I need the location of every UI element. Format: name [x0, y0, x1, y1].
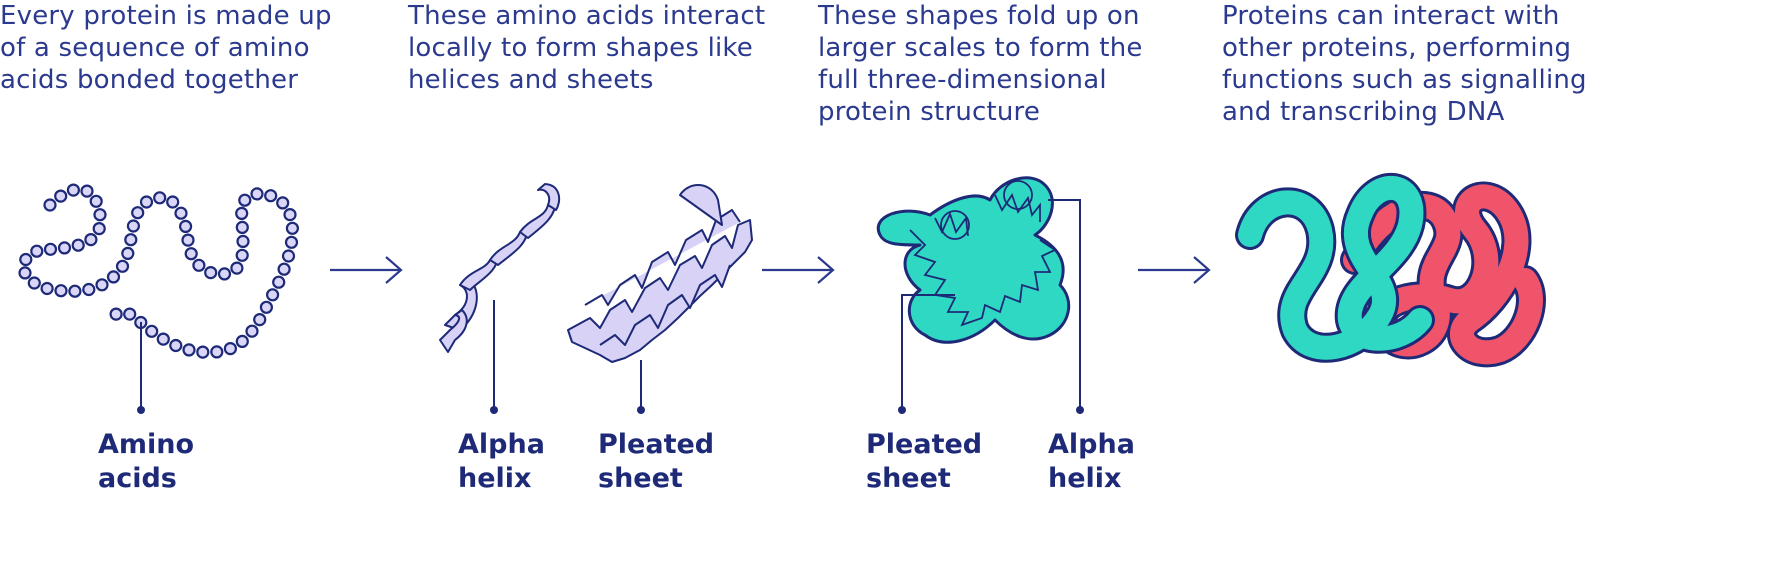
amino-acid-bead [238, 193, 252, 207]
label-alpha-helix-1: Alpha helix [458, 429, 545, 494]
amino-acid-bead [95, 278, 109, 292]
amino-acid-bead [66, 183, 81, 197]
amino-acid-bead [245, 324, 259, 338]
leader-dot-alpha-helix-1 [490, 406, 498, 414]
amino-acid-bead [259, 300, 273, 314]
amino-acid-bead [124, 233, 138, 247]
amino-acid-bead [250, 187, 264, 201]
amino-acid-bead [264, 189, 278, 203]
label-pleated-sheet-2: Pleated sheet [866, 429, 983, 494]
amino-acid-bead [115, 259, 130, 273]
amino-acid-bead [181, 233, 195, 247]
amino-acid-bead [109, 307, 123, 321]
amino-acid-bead [18, 266, 32, 280]
caption-interaction: Proteins can interact with other protein… [1222, 1, 1587, 127]
amino-acid-bead [223, 342, 237, 356]
amino-acid-bead [217, 267, 232, 281]
leader-pleated-sheet-2 [901, 294, 955, 410]
leader-dot-pleated-sheet-1 [637, 406, 645, 414]
amino-acid-bead [54, 284, 68, 298]
label-alpha-helix-2: Alpha helix [1048, 429, 1135, 494]
amino-acid-bead [126, 219, 140, 233]
amino-acid-bead [71, 238, 85, 252]
amino-acid-bead [43, 242, 58, 256]
amino-acid-bead [235, 334, 249, 348]
amino-acid-bead [196, 345, 210, 359]
pleated-sheet-shape [567, 184, 753, 363]
amino-acid-bead [235, 220, 249, 234]
leader-alpha-helix-2 [1048, 199, 1081, 410]
amino-acid-bead [184, 247, 198, 261]
amino-acid-bead [281, 249, 296, 263]
amino-acid-bead [235, 206, 249, 220]
arrow-right-icon [330, 256, 403, 284]
amino-acid-bead [174, 206, 188, 220]
caption-folding: These shapes fold up on larger scales to… [818, 1, 1143, 127]
amino-acid-bead [19, 252, 33, 267]
amino-acid-bead [266, 288, 280, 302]
amino-acid-bead [253, 313, 267, 327]
amino-acid-bead [123, 307, 137, 321]
amino-acid-bead [179, 219, 193, 233]
alpha-helix-ribbon [439, 183, 561, 353]
amino-acid-bead [57, 241, 72, 255]
amino-acid-bead [121, 246, 135, 260]
amino-acid-bead [285, 221, 299, 235]
amino-acid-bead [30, 244, 44, 258]
amino-acid-beads [18, 183, 299, 359]
amino-acid-bead [82, 282, 96, 297]
arrow-right-icon [1138, 256, 1211, 284]
amino-acid-bead [169, 338, 183, 353]
leader-dot-pleated-sheet-2 [898, 406, 906, 414]
amino-acid-bead [139, 195, 154, 209]
amino-acid-bead [156, 332, 170, 346]
amino-acid-bead [92, 222, 106, 236]
amino-acid-bead [276, 196, 290, 210]
label-pleated-sheet-1: Pleated sheet [598, 429, 715, 494]
leader-dot-amino-acids [137, 406, 145, 414]
amino-acid-bead [89, 194, 103, 208]
amino-acid-bead [106, 270, 121, 284]
amino-acid-bead [210, 345, 224, 359]
amino-acid-bead [54, 189, 68, 203]
protein-coral [1340, 181, 1546, 368]
folded-protein [876, 176, 1071, 344]
amino-acid-bead [166, 195, 180, 209]
amino-acid-bead [84, 233, 98, 247]
amino-acid-bead [236, 234, 250, 248]
amino-acid-bead [182, 343, 196, 357]
amino-acid-bead [283, 208, 297, 222]
leader-dot-alpha-helix-2 [1076, 406, 1084, 414]
amino-acid-bead [80, 184, 94, 198]
amino-acid-bead [277, 262, 291, 276]
protein-teal [1235, 173, 1435, 363]
amino-acid-bead [272, 275, 286, 289]
amino-acid-bead [145, 324, 159, 338]
amino-acid-bead [131, 206, 145, 220]
amino-acid-chain [18, 183, 299, 359]
amino-acid-bead [235, 248, 249, 262]
amino-acid-bead [43, 198, 57, 212]
amino-acid-bead [204, 266, 218, 280]
caption-local-shapes: These amino acids interact locally to fo… [408, 1, 766, 95]
amino-acid-bead [40, 281, 54, 296]
amino-acid-bead [153, 191, 167, 205]
amino-acid-bead [284, 235, 299, 249]
caption-amino-acids: Every protein is made up of a sequence o… [0, 1, 332, 95]
arrow-right-icon [762, 256, 835, 284]
label-amino-acids: Amino acids [98, 429, 195, 494]
amino-acid-bead [192, 258, 206, 272]
interacting-proteins [1235, 173, 1546, 368]
amino-acid-bead [68, 284, 82, 298]
amino-acid-bead [230, 261, 244, 275]
amino-acid-bead [27, 276, 41, 290]
amino-acid-bead [93, 208, 107, 222]
